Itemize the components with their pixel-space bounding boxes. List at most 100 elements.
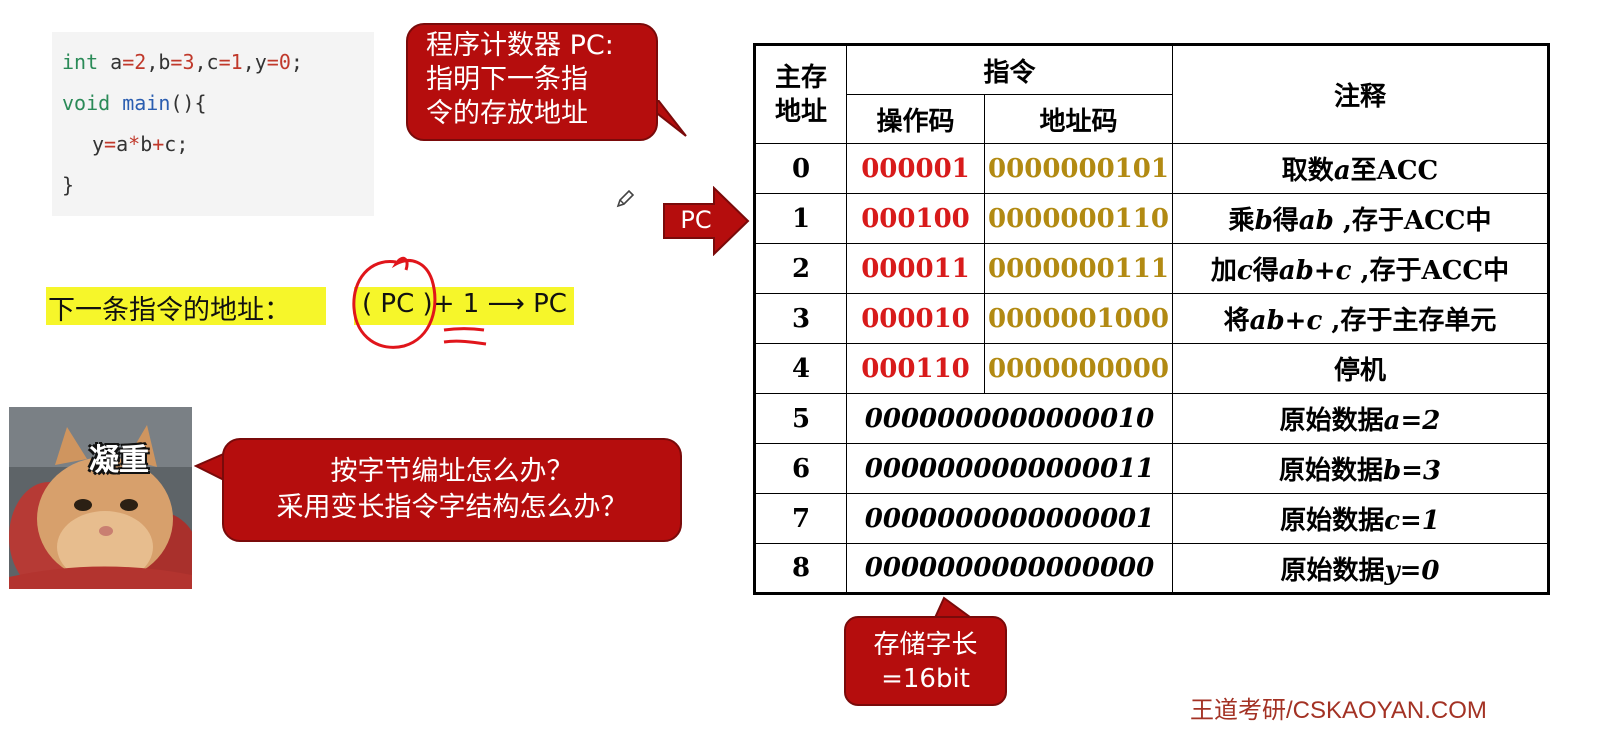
word-length-callout-line: =16bit [881,664,970,694]
code-operator: = [266,50,279,74]
table-subheader-row: 操作码 地址码 [755,94,1549,144]
code-number: 3 [182,50,195,74]
code-function: main [122,91,171,115]
pc-arrow [663,186,750,256]
code-keyword: int [62,50,99,74]
word-length-callout: 存储字长 =16bit [844,616,1007,706]
formula-highlight [354,287,574,325]
data-value-cell: 0000000000000001 [845,493,1174,544]
header-instruction: 指令 [845,44,1174,95]
address-cell: 3 [754,293,847,344]
opcode-cell: 000110 [846,343,985,394]
code-operator: = [170,50,183,74]
meme-caption: 凝重 [89,443,149,478]
comment-text: ,存于ACC中 [1351,256,1510,286]
next-address-label: 下一条指令的地址： [48,295,291,326]
comment-text: a=2 [1383,406,1441,436]
cat-illustration [9,407,192,589]
address-cell: 6 [754,443,847,494]
code-text: a [116,132,129,156]
comment-text: ab+c [1278,256,1352,286]
comment-text: 停机 [1334,356,1387,386]
code-text: a [98,50,123,74]
comment-text: ,存于ACC中 [1333,206,1492,236]
formula-arrow: ⟶ [487,289,525,319]
comment-cell: 停机 [1172,343,1550,394]
comment-text: 原始数据 [1279,406,1384,436]
pc-callout-line: 程序计数器 PC: [426,30,614,61]
address-cell: 7 [754,493,847,544]
opcode-cell: 000011 [846,243,985,294]
code-text: (){ [170,91,207,115]
code-block: int a=2,b=3,c=1,y=0; void main(){ y=a*b+… [52,32,374,216]
watermark: 王道考研/CSKAOYAN.COM [1190,697,1487,724]
comment-text: 将 [1223,306,1250,336]
comment-text: 至ACC [1350,156,1439,186]
comment-cell: 原始数据b=3 [1172,443,1550,494]
code-operator: * [128,132,141,156]
comment-text: 原始数据 [1280,555,1385,586]
address-cell: 0 [754,143,847,194]
comment-cell: 将ab+c ,存于主存单元 [1172,293,1550,344]
formula-plus-one: + 1 [432,289,480,319]
cat-meme-image: 凝重 [9,407,192,589]
comment-cell: 原始数据a=2 [1172,393,1550,444]
opcode-cell: 000100 [846,193,985,244]
address-code-cell: 0000000000 [983,343,1174,394]
comment-text: 加 [1210,256,1237,286]
comment-text: y=0 [1384,555,1440,586]
question-callout-line: 按字节编址怎么办？ [330,456,574,487]
header-address: 主存 地址 [754,44,847,144]
comment-cell: 取数a至ACC [1172,143,1550,194]
data-value-cell: 0000000000000000 [845,543,1174,594]
table-header-row: 主存 地址 指令 注释 [754,44,1550,144]
comment-text: c=1 [1384,506,1440,536]
code-operator: = [122,50,135,74]
code-operator: = [218,50,231,74]
comment-text: 原始数据 [1278,456,1383,486]
question-callout: 按字节编址怎么办？ 采用变长指令字结构怎么办？ [222,438,682,542]
header-comment: 注释 [1172,44,1550,144]
pc-arrow-label: PC [680,206,712,234]
data-value-cell: 0000000000000011 [845,443,1174,494]
address-cell: 8 [754,543,847,594]
address-code-cell: 0000001000 [983,293,1174,344]
handwritten-annotation [352,256,487,349]
pc-callout: 程序计数器 PC: 指明下一条指 令的存放地址 [406,23,658,141]
comment-cell: 原始数据y=0 [1172,543,1550,594]
code-operator: = [104,132,117,156]
address-code-cell: 0000000110 [983,193,1174,244]
comment-cell: 加c得ab+c ,存于ACC中 [1172,243,1550,294]
pc-callout-line: 指明下一条指 [426,64,588,95]
code-line-3: y=a*b+c; [92,132,188,156]
question-callout-line: 采用变长指令字结构怎么办？ [276,492,628,523]
next-address-formula: ( PC )+ 1 ⟶ PC [362,289,567,319]
code-text: b [140,132,153,156]
comment-text: a [1333,156,1351,186]
formula-paren: ( [362,289,373,319]
formula-pc: PC [380,289,415,319]
opcode-cell: 000001 [846,143,985,194]
header-address-code: 地址码 [983,94,1174,144]
code-line-4: } [62,173,75,197]
address-cell: 4 [754,343,847,394]
data-value-cell: 0000000000000010 [845,393,1174,444]
comment-text: 原始数据 [1280,506,1385,536]
address-cell: 5 [754,393,847,444]
comment-text: b=3 [1382,456,1442,486]
code-number: 2 [134,50,147,74]
code-text: ,b [146,50,171,74]
pencil-icon[interactable] [614,188,636,210]
comment-text: ab [1298,206,1334,236]
code-line-2: void main(){ [62,91,207,115]
comment-cell: 乘b得ab ,存于ACC中 [1172,193,1550,244]
comment-text: 得 [1272,206,1299,236]
